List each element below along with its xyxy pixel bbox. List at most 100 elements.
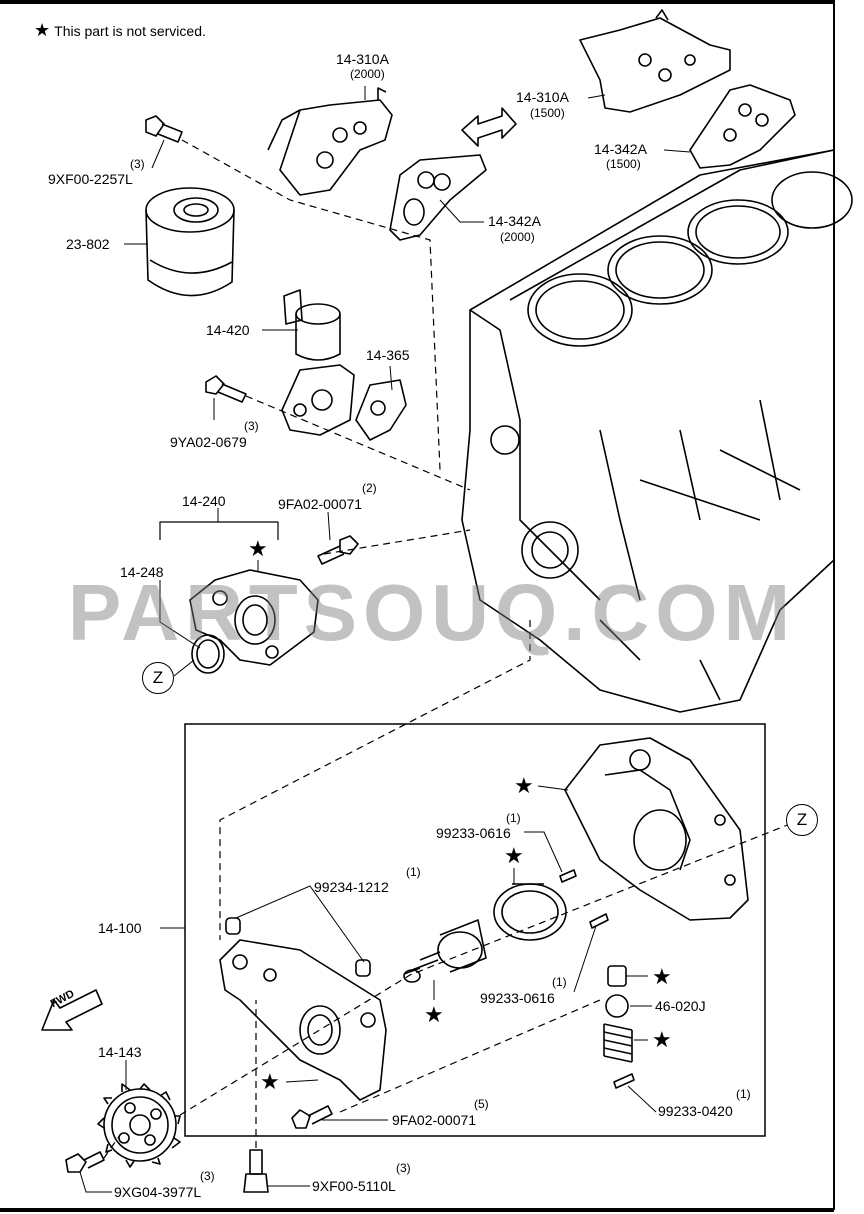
sub-14-310a-2000: (2000): [350, 67, 385, 81]
sub-99233-0616-a: (1): [506, 811, 521, 825]
note-text: This part is not serviced.: [54, 23, 206, 39]
sub-9ya02-0679: (3): [244, 419, 259, 433]
oil-pump-cover: [219, 939, 387, 1101]
dash-line-6: [339, 999, 601, 1113]
star-marker-plunger: ★: [652, 964, 672, 989]
star-marker-14-240: ★: [248, 536, 268, 561]
gasket-14-365: [355, 379, 407, 441]
leader-99233-0616-b: [573, 925, 597, 993]
oil-pump-detail-box: [184, 723, 766, 1137]
gasket-2000: [389, 154, 487, 241]
sub-14-310a-1500: (1500): [530, 106, 565, 120]
cover-assembly: [189, 569, 319, 666]
oil-filter-body-1500: [579, 9, 731, 113]
bottom-border: [0, 1208, 834, 1212]
dash-line-8: [103, 1134, 121, 1159]
label-14-310a-2000[interactable]: 14-310A: [336, 51, 389, 67]
sub-14-342a-2000: (2000): [500, 230, 535, 244]
sub-99234-1212: (1): [406, 865, 421, 879]
star-marker-pump-body: ★: [514, 773, 534, 798]
label-23-802[interactable]: 23-802: [66, 236, 110, 252]
leader-14-365: [389, 365, 393, 391]
leader-9xf00-2257l: [151, 139, 165, 169]
dash-line-3: [323, 529, 471, 555]
leader-99233-0616-a: [524, 831, 563, 873]
label-14-365[interactable]: 14-365: [366, 347, 410, 363]
label-9xf00-2257l[interactable]: 9XF00-2257L: [48, 171, 133, 187]
oil-pump-sprocket: [97, 1083, 181, 1168]
bolt-9ya02-0679: [205, 375, 247, 403]
label-99233-0616-a[interactable]: 99233-0616: [436, 825, 511, 841]
callout-z-lower: Z: [786, 804, 818, 836]
leader-99234-1212: [235, 885, 365, 963]
sub-9xf00-5110l: (3): [396, 1161, 411, 1175]
star-marker-outer-rotor: ★: [504, 843, 524, 868]
label-9xg04-3977l[interactable]: 9XG04-3977L: [114, 1184, 202, 1200]
relief-spring: [603, 1023, 633, 1063]
dash-line-5: [179, 819, 801, 1116]
pin-99233-0616-a: [559, 869, 577, 883]
leader-9xg04-3977l: [79, 1171, 112, 1193]
leader-z-upper: [173, 659, 195, 677]
knock-pin-upper: [225, 917, 241, 935]
plunger: [607, 965, 627, 987]
leader-310A-1500: [587, 94, 606, 99]
label-9xf00-5110l[interactable]: 9XF00-5110L: [312, 1178, 396, 1194]
fwd-arrow: [41, 989, 103, 1031]
star-marker-pump-cover: ★: [260, 1069, 280, 1094]
oil-filter: [145, 187, 235, 297]
label-99234-1212[interactable]: 99234-1212: [314, 879, 389, 895]
label-99233-0420[interactable]: 99233-0420: [658, 1103, 733, 1119]
top-border: [0, 0, 834, 4]
label-9fa02-00071-upper[interactable]: 9FA02-00071: [278, 496, 363, 512]
sub-9xf00-2257l: (3): [130, 157, 145, 171]
sub-99233-0616-b: (1): [552, 975, 567, 989]
ball-46-020j: [605, 994, 629, 1018]
label-46-020j[interactable]: 46-020J: [655, 998, 706, 1014]
leader-342A-2000: [439, 199, 484, 223]
label-14-100[interactable]: 14-100: [98, 920, 142, 936]
leader-14-248: [159, 580, 201, 649]
alternative-arrow: [461, 107, 517, 147]
sub-99233-0420: (1): [736, 1087, 751, 1101]
sub-9fa02-00071-lower: (5): [474, 1097, 489, 1111]
bolt-9xf00-2257l: [145, 115, 183, 143]
pin-99233-0420: [613, 1073, 635, 1089]
star-marker-inner-rotor: ★: [424, 1002, 444, 1027]
label-14-310a-1500[interactable]: 14-310A: [516, 89, 569, 105]
gasket-1500: [689, 84, 796, 169]
star-marker-spring: ★: [652, 1027, 672, 1052]
leader-9fa02-00071-upper: [327, 511, 331, 541]
label-14-342a-1500[interactable]: 14-342A: [594, 141, 647, 157]
leader-99233-0420: [627, 1085, 657, 1113]
dash-line-2: [245, 395, 471, 491]
sub-9fa02-00071-upper: (2): [362, 481, 377, 495]
not-serviced-note: ★This part is not serviced.: [34, 20, 206, 41]
leader-star-body: [537, 785, 569, 791]
pin-99233-0616-b: [589, 913, 609, 929]
leader-342A-1500: [663, 149, 691, 153]
bolt-9xf00-5110l: [243, 1149, 269, 1193]
group-bracket-14-240: [159, 521, 279, 540]
oil-control-valve: [281, 289, 355, 436]
sub-14-342a-1500: (1500): [606, 157, 641, 171]
bolt-9fa02-00071-lower: [291, 1105, 333, 1129]
label-14-248[interactable]: 14-248: [120, 564, 164, 580]
bolt-9xg04-3977l: [65, 1151, 105, 1173]
outer-rotor: [493, 883, 567, 941]
dash-line-1: [181, 139, 441, 471]
label-14-143[interactable]: 14-143: [98, 1044, 142, 1060]
label-9ya02-0679[interactable]: 9YA02-0679: [170, 434, 247, 450]
label-14-420[interactable]: 14-420: [206, 322, 250, 338]
leader-star-pump-cover: [285, 1079, 319, 1083]
star-icon: ★: [34, 20, 51, 40]
callout-z-upper: Z: [142, 662, 174, 694]
oil-pump-body: [564, 737, 749, 921]
label-14-240[interactable]: 14-240: [182, 493, 226, 509]
inner-rotor-shaft: [403, 919, 487, 983]
label-9fa02-00071-lower[interactable]: 9FA02-00071: [392, 1112, 477, 1128]
label-14-342a-2000[interactable]: 14-342A: [488, 213, 541, 229]
dash-line-4: [219, 620, 531, 940]
label-99233-0616-b[interactable]: 99233-0616: [480, 990, 555, 1006]
oil-filter-body-2000: [267, 87, 393, 196]
